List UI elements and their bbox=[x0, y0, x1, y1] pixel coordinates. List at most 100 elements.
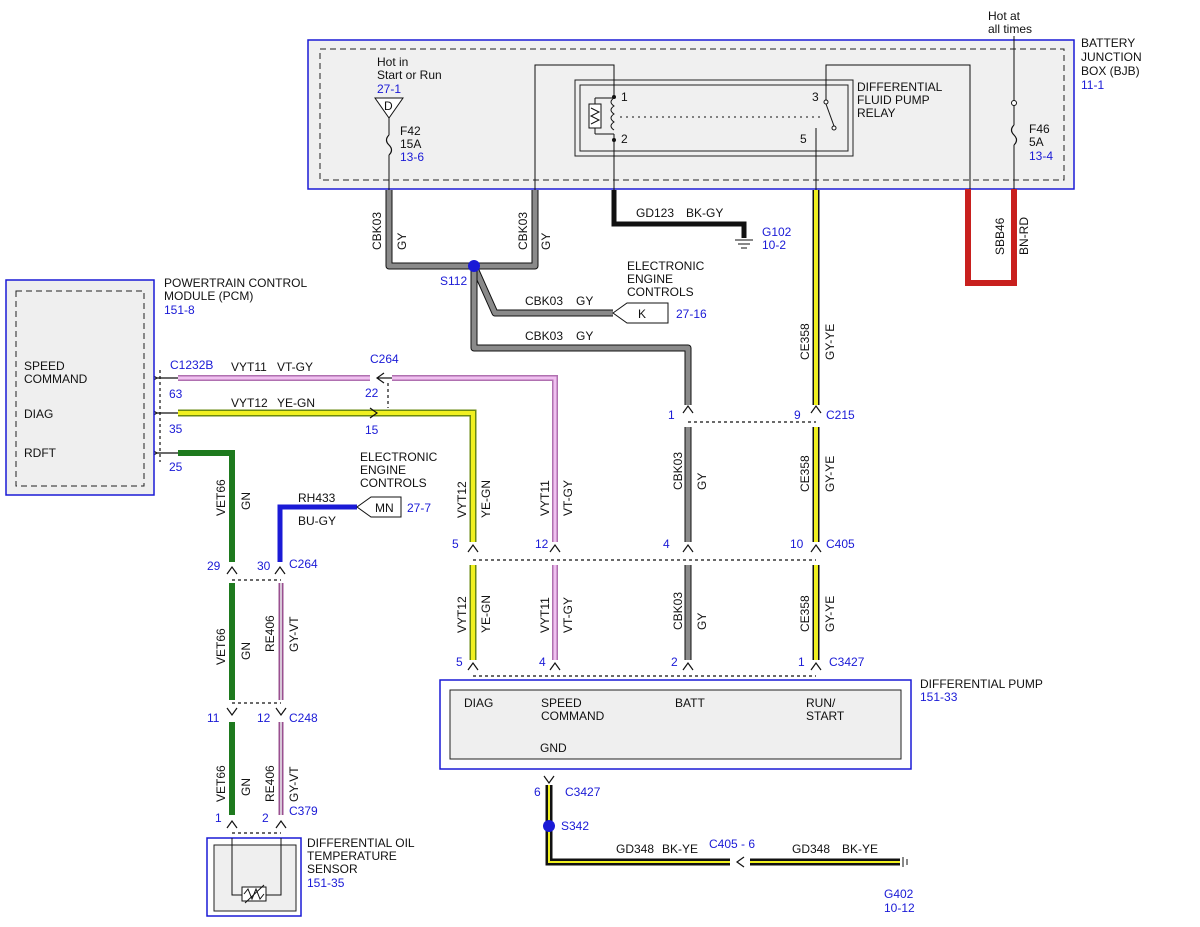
label-gy-vt-b: GY-VT bbox=[287, 766, 301, 802]
c264-pin-22: 22 bbox=[365, 386, 379, 400]
pump-speed-2: COMMAND bbox=[541, 709, 605, 723]
label-vt-gy-a: VT-GY bbox=[277, 360, 313, 374]
label-ye-gn-b: YE-GN bbox=[479, 480, 493, 518]
ground-g102-ref[interactable]: 10-2 bbox=[762, 238, 786, 252]
f46-ref[interactable]: 13-4 bbox=[1029, 149, 1053, 163]
ground-g402-ref[interactable]: 10-12 bbox=[884, 901, 915, 915]
wire-rh433 bbox=[277, 504, 357, 562]
eec2-tag-box bbox=[356, 496, 402, 518]
label-vyt11-c: VYT11 bbox=[538, 597, 552, 633]
sensor-pin-2: 2 bbox=[262, 811, 269, 825]
label-bk-gy: BK-GY bbox=[686, 206, 723, 220]
sensor-ref[interactable]: 151-35 bbox=[307, 876, 345, 890]
c264-pin-30: 30 bbox=[257, 559, 271, 573]
c215-pin-1: 1 bbox=[668, 408, 675, 422]
hot-run-label-1: Hot in bbox=[377, 55, 408, 69]
label-cbk03-c: CBK03 bbox=[525, 294, 563, 308]
eec1-title-1: ELECTRONIC bbox=[627, 259, 705, 273]
pump-connector: C3427 bbox=[829, 655, 865, 669]
electronic-engine-controls-k: ELECTRONIC ENGINE CONTROLS K 27-16 bbox=[612, 259, 707, 324]
relay-pin-1: 1 bbox=[621, 90, 628, 104]
electronic-engine-controls-mn: ELECTRONIC ENGINE CONTROLS MN 27-7 bbox=[356, 450, 438, 518]
ground-g402-name: G402 bbox=[884, 887, 914, 901]
relay-pin-3: 3 bbox=[812, 90, 819, 104]
label-vt-gy-c: VT-GY bbox=[561, 597, 575, 633]
hot-run-label-2: Start or Run bbox=[377, 68, 442, 82]
wire-gd348 bbox=[545, 785, 908, 867]
splice-s342-label: S342 bbox=[561, 819, 589, 833]
sensor-pin-1: 1 bbox=[215, 811, 222, 825]
pump-diag: DIAG bbox=[464, 696, 493, 710]
pump-ref[interactable]: 151-33 bbox=[920, 690, 958, 704]
connector-marks bbox=[149, 370, 822, 868]
f46-amp: 5A bbox=[1029, 135, 1044, 149]
ground-g102-name: G102 bbox=[762, 225, 792, 239]
pcm-title-1: POWERTRAIN CONTROL bbox=[164, 276, 307, 290]
wire-gd123 bbox=[611, 190, 753, 249]
c264-pin-29: 29 bbox=[207, 559, 221, 573]
pump-run-2: START bbox=[806, 709, 845, 723]
c405-pin-12: 12 bbox=[535, 537, 549, 551]
label-cbk03-a: CBK03 bbox=[370, 212, 384, 250]
label-ce358-c: CE358 bbox=[798, 595, 812, 632]
f42-ref[interactable]: 13-6 bbox=[400, 150, 424, 164]
relay-pin-5: 5 bbox=[800, 132, 807, 146]
label-gy-ye-c: GY-YE bbox=[823, 596, 837, 632]
eec1-title-3: CONTROLS bbox=[627, 285, 694, 299]
hot-run-ref[interactable]: 27-1 bbox=[377, 82, 401, 96]
bjb-title-line-1: BATTERY bbox=[1081, 36, 1135, 50]
bjb-internal-wiring bbox=[534, 64, 971, 190]
pcm-title-2: MODULE (PCM) bbox=[164, 289, 253, 303]
d-tag: D bbox=[384, 99, 393, 113]
pump-pin-4: 4 bbox=[539, 655, 546, 669]
label-gy-c: GY bbox=[576, 294, 593, 308]
label-rh433: RH433 bbox=[298, 491, 336, 505]
wire-vyt12 bbox=[178, 409, 477, 660]
label-re406-a: RE406 bbox=[263, 615, 277, 652]
label-vt-gy-b: VT-GY bbox=[561, 480, 575, 516]
pump-pin-1: 1 bbox=[798, 655, 805, 669]
wire-sbb46 bbox=[965, 189, 1017, 286]
c405-pin-10: 10 bbox=[790, 537, 804, 551]
c264-pin-15: 15 bbox=[365, 423, 379, 437]
wire-vyt11 bbox=[178, 375, 558, 660]
bjb-title-line-3: BOX (BJB) bbox=[1081, 64, 1140, 78]
pcm-speed-1: SPEED bbox=[24, 359, 65, 373]
pump-pin-2: 2 bbox=[671, 655, 678, 669]
eec2-title-1: ELECTRONIC bbox=[360, 450, 438, 464]
label-gy-e: GY bbox=[695, 473, 709, 490]
label-bu-gy: BU-GY bbox=[298, 514, 336, 528]
pump-speed-1: SPEED bbox=[541, 696, 582, 710]
eec2-title-2: ENGINE bbox=[360, 463, 406, 477]
pump-title: DIFFERENTIAL PUMP bbox=[920, 677, 1043, 691]
splice-s112-dot bbox=[468, 260, 480, 272]
c405-pin-5: 5 bbox=[452, 537, 459, 551]
relay-pin-2: 2 bbox=[621, 132, 628, 146]
label-vet66-c: VET66 bbox=[214, 765, 228, 802]
pump-run-1: RUN/ bbox=[806, 696, 836, 710]
label-gy-d: GY bbox=[576, 329, 593, 343]
eec2-ref[interactable]: 27-7 bbox=[407, 501, 431, 515]
label-vyt11-b: VYT11 bbox=[538, 480, 552, 516]
sensor-title-1: DIFFERENTIAL OIL bbox=[307, 836, 415, 850]
pcm-pin-63: 63 bbox=[169, 387, 183, 401]
bjb-title-line-2: JUNCTION bbox=[1081, 50, 1142, 64]
pump-gnd: GND bbox=[540, 741, 567, 755]
relay-title-1: DIFFERENTIAL bbox=[857, 80, 943, 94]
powertrain-control-module: POWERTRAIN CONTROL MODULE (PCM) 151-8 SP… bbox=[5, 276, 307, 496]
differential-fluid-pump-relay: DIFFERENTIAL FLUID PUMP RELAY 1 2 3 5 bbox=[574, 79, 943, 157]
f46-name: F46 bbox=[1029, 122, 1050, 136]
pcm-pin-35: 35 bbox=[169, 422, 183, 436]
fuse-f46-circuit: Hot at all times F46 5A 13-4 bbox=[988, 9, 1053, 190]
eec1-ref[interactable]: 27-16 bbox=[676, 307, 707, 321]
label-gn-b: GN bbox=[239, 642, 253, 660]
eec1-title-2: ENGINE bbox=[627, 272, 673, 286]
eec2-tag: MN bbox=[375, 501, 394, 515]
label-cbk03-b: CBK03 bbox=[516, 212, 530, 250]
label-vyt12-b: VYT12 bbox=[455, 481, 469, 518]
pcm-ref[interactable]: 151-8 bbox=[164, 303, 195, 317]
bjb-ref[interactable]: 11-1 bbox=[1081, 78, 1104, 92]
label-re406-b: RE406 bbox=[263, 765, 277, 802]
sensor-title-2: TEMPERATURE bbox=[307, 849, 397, 863]
